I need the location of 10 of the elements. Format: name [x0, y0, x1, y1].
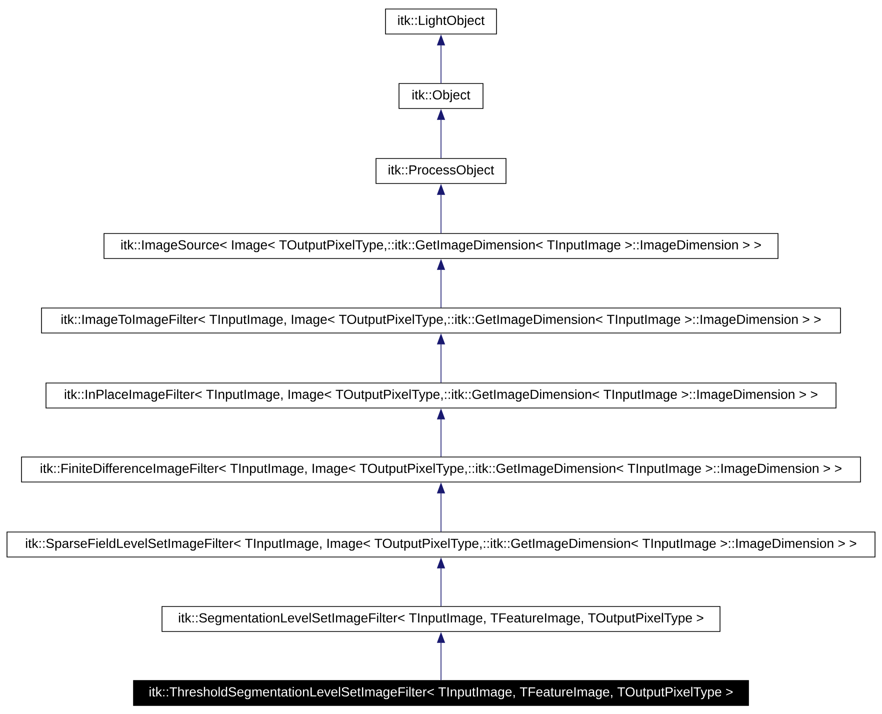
class-box: itk::InPlaceImageFilter< TInputImage, Image< TOutputPixelType,::itk::GetImageDimension< TInputImage >::ImageDimension > >	[46, 382, 836, 408]
class-box: itk::ImageSource< Image< TOutputPixelType,::itk::GetImageDimension< TInputImage >::ImageDimension > >	[104, 233, 778, 259]
class-box: itk::ImageToImageFilter< TInputImage, Image< TOutputPixelType,::itk::GetImageDimension< TInputImage >::ImageDimension > >	[41, 308, 841, 334]
class-box: itk::SparseFieldLevelSetImageFilter< TInputImage, Image< TOutputPixelType,::itk::GetImageDimension< TInputImage >::ImageDimension > >	[6, 532, 876, 558]
class-box: itk::ThresholdSegmentationLevelSetImageFilter< TInputImage, TFeatureImage, TOutputPixelType >	[133, 680, 749, 706]
class-box: itk::Object	[398, 83, 484, 109]
class-box: itk::SegmentationLevelSetImageFilter< TInputImage, TFeatureImage, TOutputPixelType >	[162, 606, 720, 632]
class-box: itk::LightObject	[385, 8, 497, 34]
class-box: itk::FiniteDifferenceImageFilter< TInputImage, Image< TOutputPixelType,::itk::GetImageDimension< TInputImage >::ImageDimension > >	[21, 456, 861, 482]
class-box: itk::ProcessObject	[376, 158, 506, 184]
